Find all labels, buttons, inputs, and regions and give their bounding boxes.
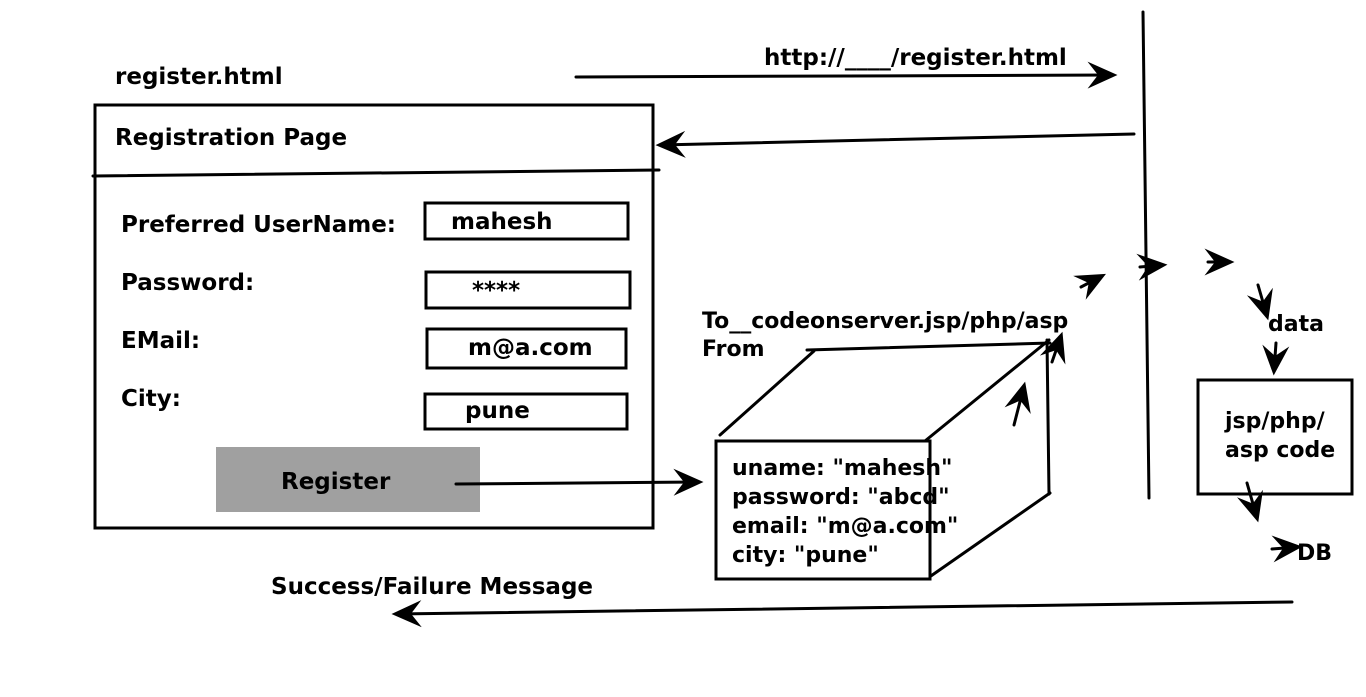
data-label: data (1268, 312, 1324, 337)
cube-edge (923, 338, 1051, 443)
username-label: Preferred UserName: (121, 212, 396, 238)
cube-edge (926, 491, 1052, 580)
packet-route-from: From (702, 337, 765, 362)
city-value: pune (465, 398, 530, 424)
submit-arrow (454, 468, 704, 496)
register-button-label: Register (281, 469, 391, 495)
packet-email: email: "m@a.com" (732, 514, 958, 539)
username-value: mahesh (451, 209, 553, 235)
packet-city: city: "pune" (732, 543, 879, 568)
motion-arrow (1246, 283, 1273, 321)
server-code-line-1: jsp/php/ (1224, 409, 1326, 434)
packet-uname: uname: "mahesh" (732, 456, 953, 481)
server-code-line-2: asp code (1225, 438, 1335, 463)
motion-arrow (1004, 381, 1031, 427)
form-title: Registration Page (115, 125, 347, 151)
password-label: Password: (121, 270, 254, 296)
register-button[interactable] (216, 447, 480, 512)
password-input[interactable] (424, 270, 632, 310)
password-value: **** (472, 278, 520, 304)
email-value: m@a.com (468, 335, 593, 361)
motion-arrow (1073, 273, 1106, 300)
db-label: DB (1297, 541, 1332, 566)
server-code-box (1196, 378, 1354, 496)
data-packet-cube: uname: "mahesh" password: "abcd" email: … (714, 338, 1052, 581)
packet-route-to: To__codeonserver.jsp/php/asp (702, 309, 1068, 334)
request-url-label: http://____/register.html (764, 45, 1067, 71)
form-title-divider (91, 168, 661, 178)
cube-edge (1045, 338, 1051, 496)
email-input[interactable] (425, 327, 628, 370)
form-file-label: register.html (115, 64, 283, 90)
motion-arrow (1136, 253, 1168, 281)
city-input[interactable] (423, 392, 629, 431)
motion-arrow (1262, 341, 1290, 376)
server-boundary-line (1141, 10, 1151, 500)
cube-edge (805, 341, 1052, 352)
motion-arrow (1039, 331, 1066, 365)
packet-password: password: "abcd" (732, 485, 950, 510)
email-label: EMail: (121, 328, 200, 354)
packet-front-face (714, 439, 932, 581)
db-arrow (1270, 535, 1303, 563)
username-input[interactable] (423, 201, 630, 241)
request-arrow (574, 61, 1118, 89)
page-return-arrow (655, 130, 1136, 158)
registration-form: Registration Page Preferred UserName: ma… (91, 103, 661, 530)
cube-edge (718, 349, 816, 437)
db-arrow (1237, 481, 1263, 523)
response-label: Success/Failure Message (271, 574, 593, 600)
response-arrow (391, 600, 1294, 628)
city-label: City: (121, 386, 181, 412)
